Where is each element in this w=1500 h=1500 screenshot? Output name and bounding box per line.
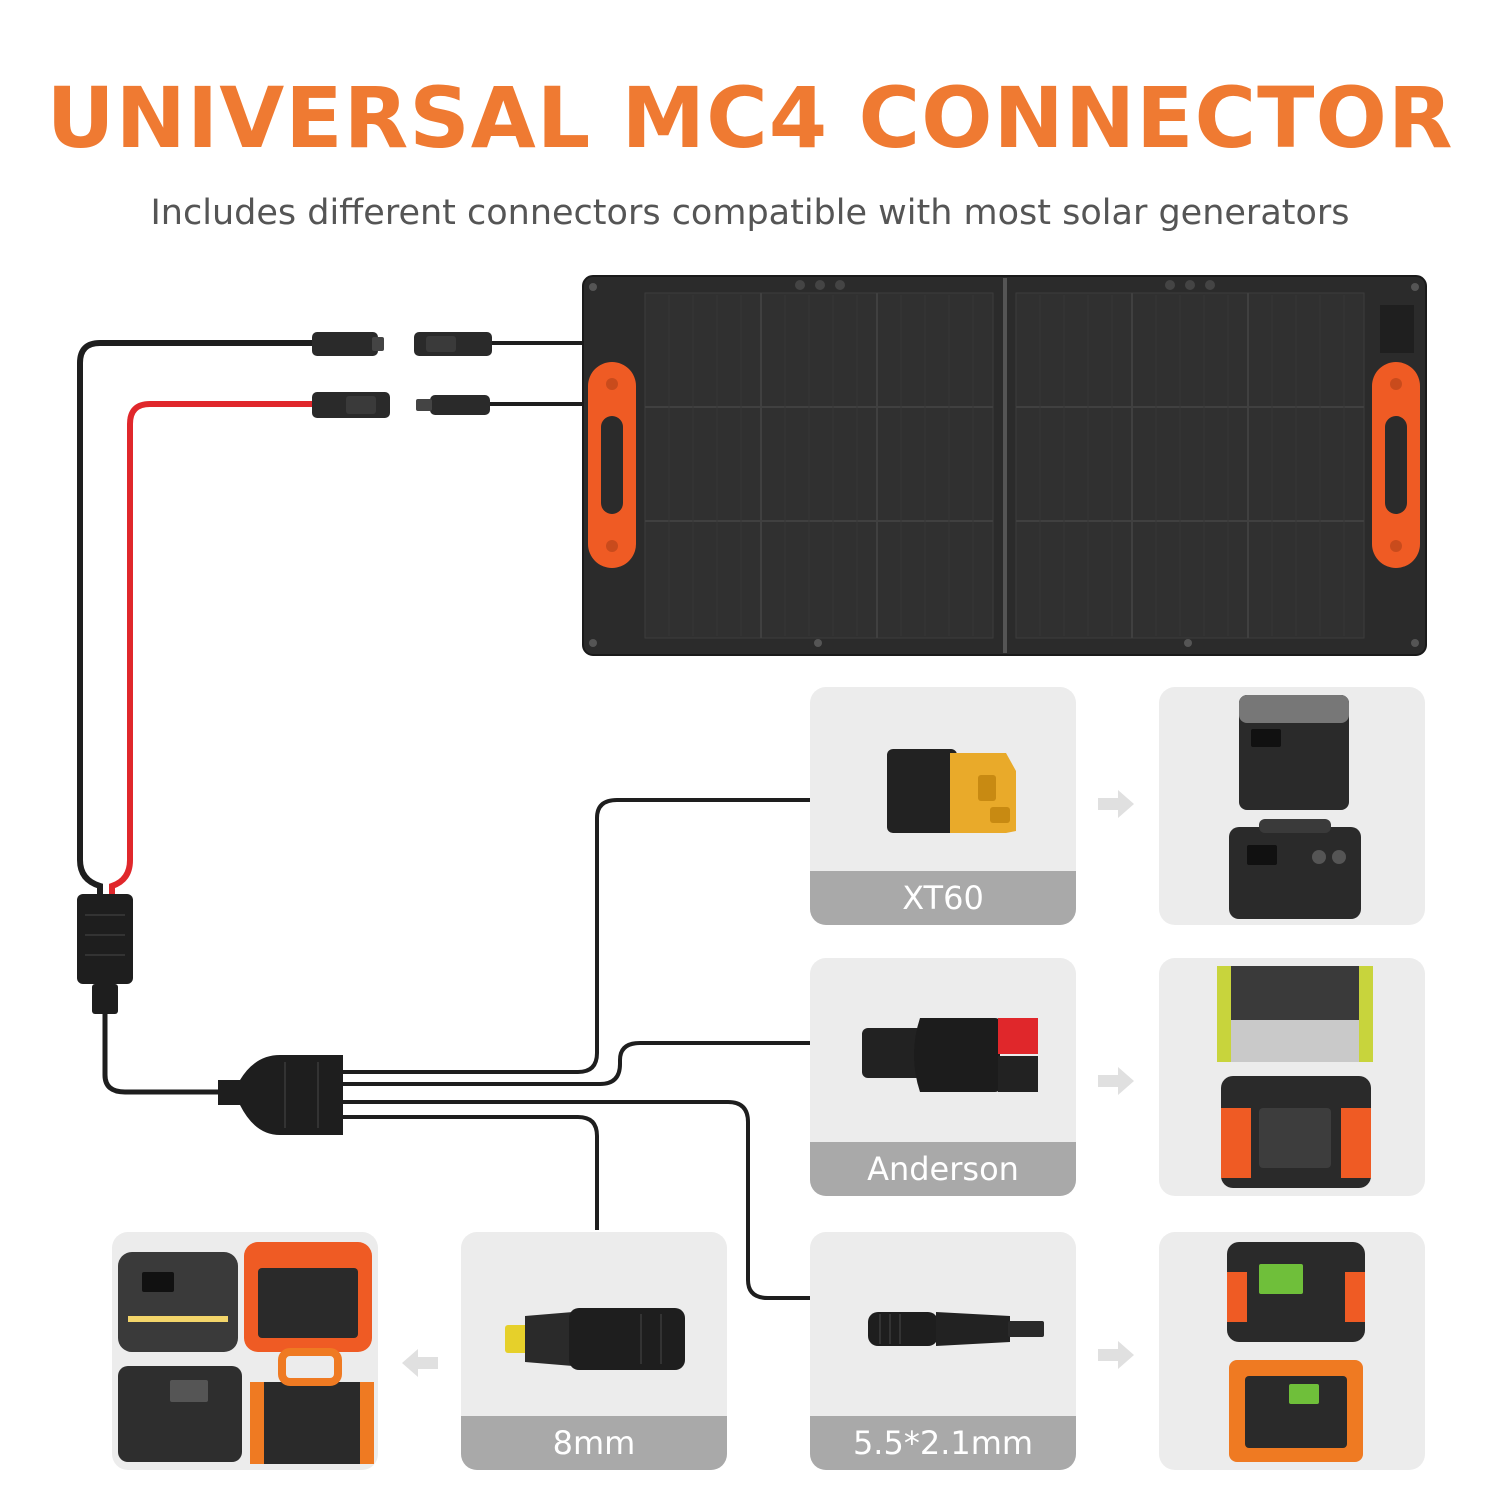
- connector-card-xt60: XT60: [810, 687, 1076, 925]
- connector-label-anderson: Anderson: [810, 1142, 1076, 1196]
- cable-junction: [77, 894, 133, 1014]
- device-card-anderson: [1159, 958, 1425, 1196]
- connector-card-8mm: 8mm: [461, 1232, 727, 1470]
- device-card-8mm: [112, 1232, 378, 1470]
- page-subtitle: Includes different connectors compatible…: [150, 193, 1350, 233]
- panel-handle-right: [1372, 362, 1420, 568]
- power-station-image: [1229, 695, 1361, 919]
- connector-card-5521: 5.5*2.1mm: [810, 1232, 1076, 1470]
- panel-handle-left: [588, 362, 636, 568]
- connector-label-8mm: 8mm: [461, 1416, 727, 1470]
- dc-5521-plug-icon: [868, 1312, 1044, 1346]
- connector-label-5521: 5.5*2.1mm: [810, 1416, 1076, 1470]
- device-card-xt60: [1159, 687, 1425, 925]
- anderson-plug-icon: [862, 1018, 1038, 1092]
- power-station-image: [1217, 966, 1373, 1188]
- device-card-5521: [1159, 1232, 1425, 1470]
- connector-card-anderson: Anderson: [810, 958, 1076, 1196]
- power-station-image: [118, 1242, 374, 1464]
- connector-label-xt60: XT60: [810, 871, 1076, 925]
- power-station-image: [1227, 1242, 1365, 1462]
- xt60-plug-icon: [887, 749, 1016, 833]
- mc4-connectors: [312, 332, 492, 418]
- page-title: UNIVERSAL MC4 CONNECTOR: [46, 69, 1454, 167]
- solar-panel: [582, 275, 1427, 656]
- 8mm-dc-plug-icon: [505, 1308, 685, 1370]
- cable-splitter: [218, 1055, 343, 1135]
